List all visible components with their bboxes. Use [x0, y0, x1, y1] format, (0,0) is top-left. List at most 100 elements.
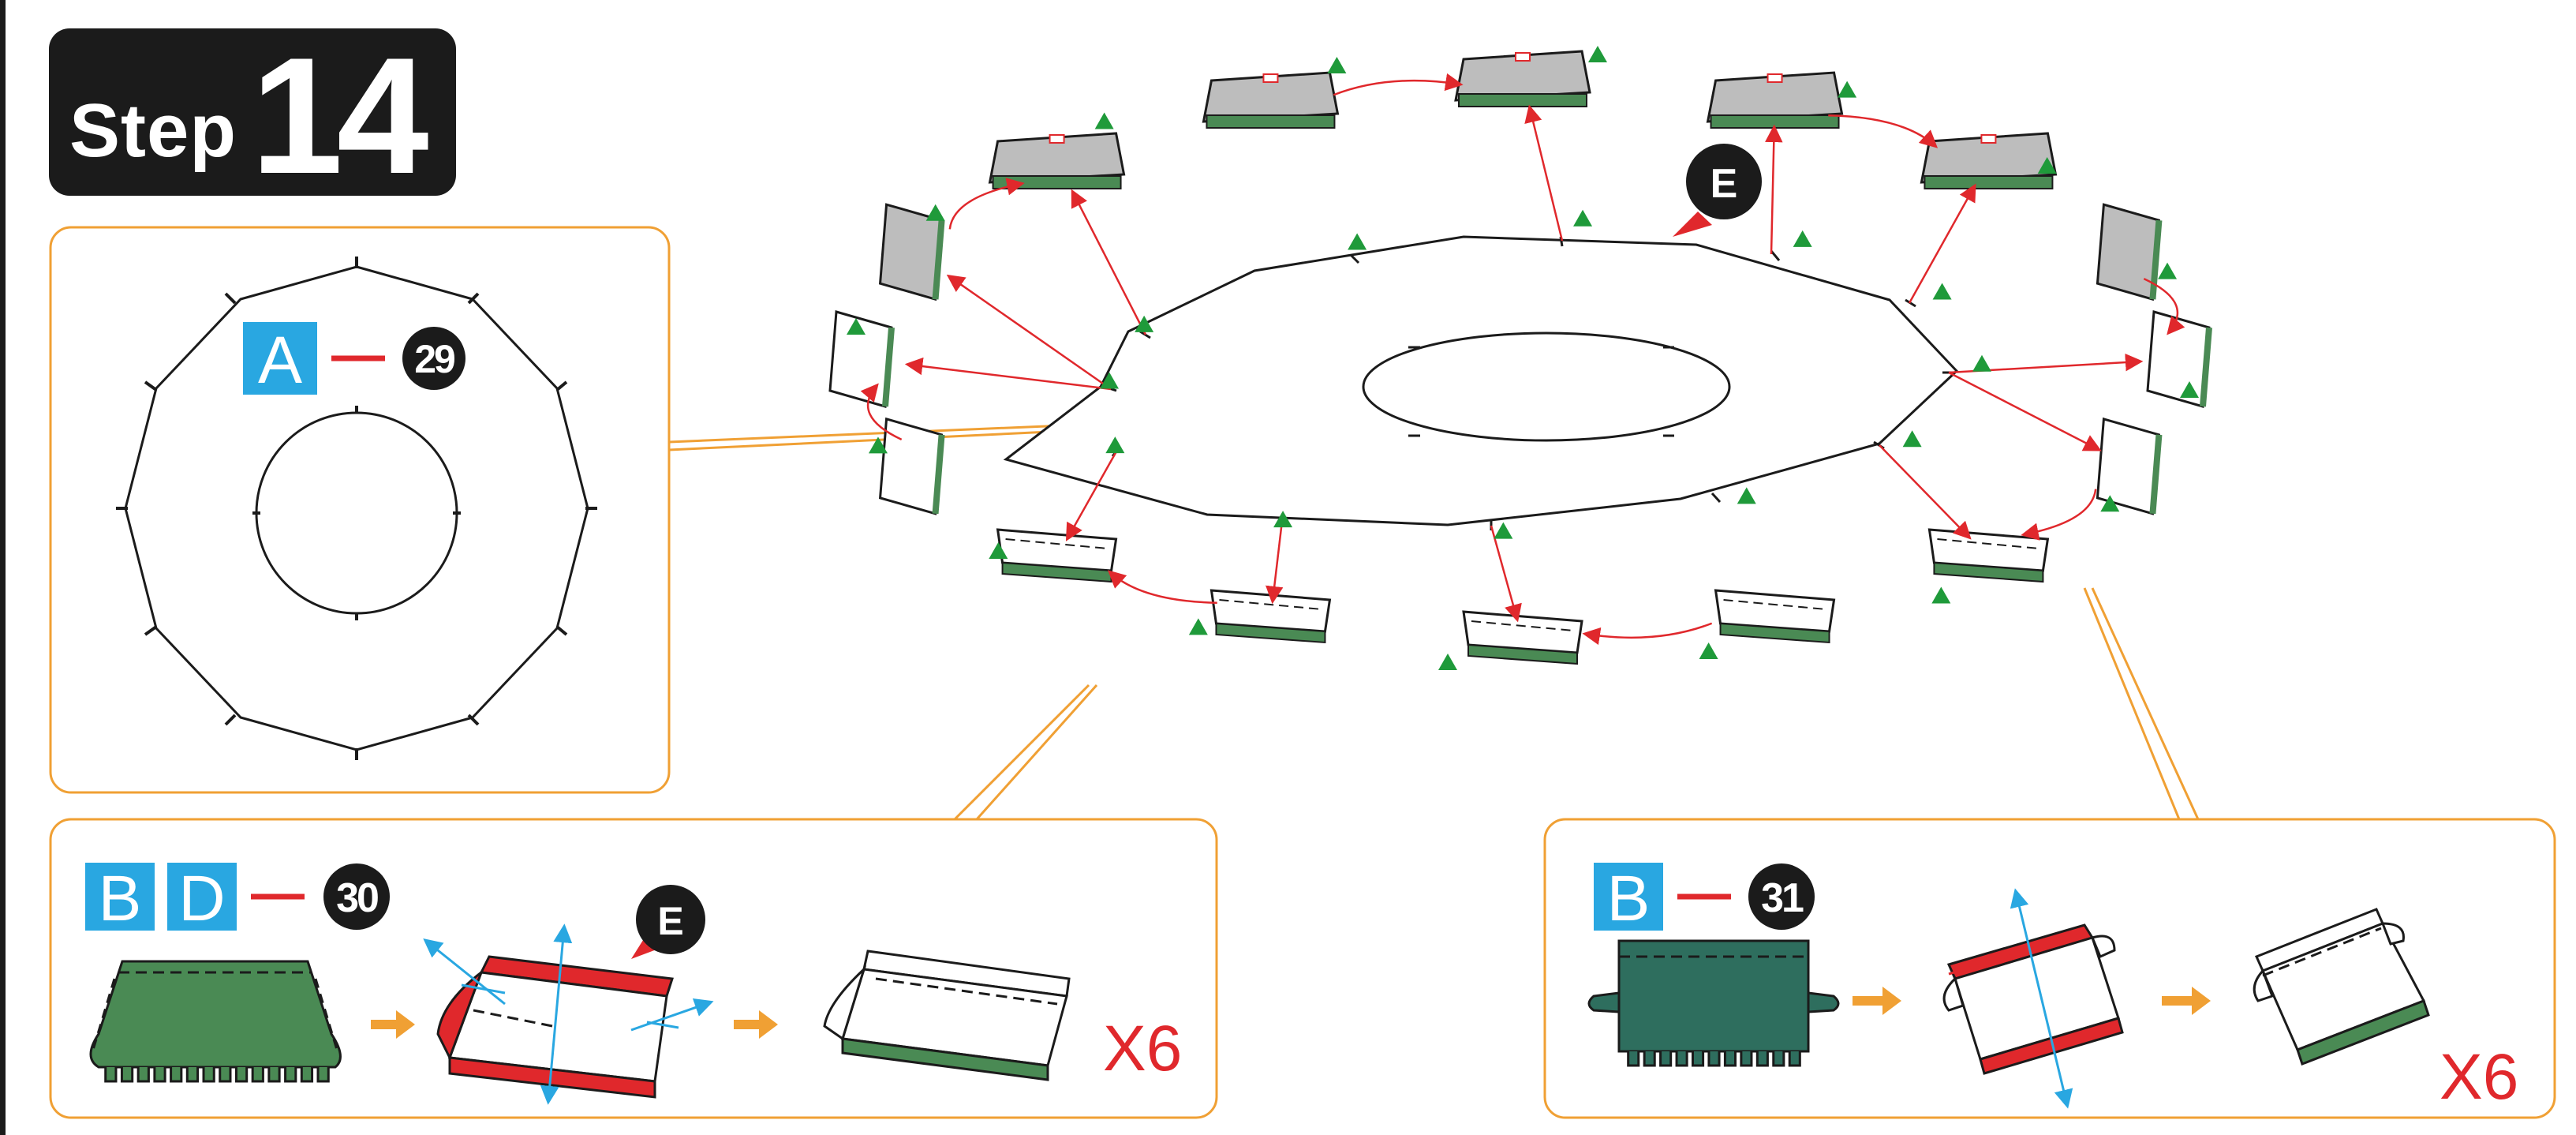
wall-piece — [1202, 71, 1340, 129]
label-b1-letter: B — [99, 863, 142, 935]
alignment-marker — [2158, 262, 2178, 279]
b-multiplier: X6 — [2440, 1041, 2518, 1113]
wall-piece — [1454, 50, 1591, 107]
main-e-pointer — [1673, 212, 1712, 237]
alignment-marker — [989, 541, 1008, 559]
wall-piece — [1209, 589, 1332, 644]
insertion-arrows — [860, 73, 2185, 646]
alignment-marker — [1094, 112, 1114, 129]
label-b2-letter: B — [1607, 863, 1651, 935]
b-step-arrow-2 — [2162, 987, 2211, 1015]
insertion-arrow — [1490, 525, 1522, 623]
alignment-marker — [1737, 487, 1756, 504]
alignment-markers — [847, 46, 2199, 670]
wall-piece — [996, 528, 1118, 583]
wall-piece — [828, 310, 895, 408]
bd-piece-flat — [89, 960, 342, 1083]
connector-arrow — [1828, 114, 1939, 148]
callout-a-panel — [49, 226, 671, 794]
insertion-arrow — [1065, 451, 1118, 541]
main-e-label: E — [1710, 161, 1738, 207]
bd-e-pointer — [631, 931, 663, 959]
step-label: Step — [69, 88, 237, 173]
alignment-marker — [1438, 654, 1457, 670]
alignment-marker — [847, 318, 866, 335]
alignment-marker — [1348, 233, 1367, 250]
alignment-marker — [868, 436, 888, 454]
label-b2-circle — [1748, 863, 1815, 930]
bd-e-badge — [636, 885, 705, 954]
connector-arrow — [948, 178, 1025, 230]
wall-pieces — [828, 50, 2212, 665]
label-d-box — [167, 863, 237, 931]
alignment-marker — [1931, 586, 1951, 604]
alignment-marker — [1699, 642, 1718, 660]
alignment-marker — [1494, 522, 1513, 539]
page-left-border — [0, 0, 6, 1135]
wall-piece — [1920, 132, 2058, 189]
insertion-arrow — [904, 357, 1112, 391]
wall-piece — [878, 203, 945, 302]
insertion-arrow — [1524, 104, 1564, 242]
part-a-ring — [116, 257, 597, 760]
wall-piece — [2096, 417, 2163, 515]
label-b2-box — [1594, 863, 1663, 931]
connector-arrow — [1582, 622, 1713, 646]
alignment-marker — [2180, 381, 2199, 398]
part-a-tabs — [116, 257, 597, 760]
alignment-marker — [1588, 46, 1607, 62]
label-bd-number: 30 — [336, 875, 378, 921]
insertion-arrow — [1948, 371, 2102, 451]
label-d-letter: D — [178, 863, 225, 935]
label-a-letter: A — [258, 323, 302, 397]
label-b2-number: 31 — [1761, 875, 1804, 921]
wall-piece — [1714, 589, 1836, 644]
b-step-arrow-1 — [1853, 987, 1901, 1015]
connector-arrow — [2143, 277, 2185, 335]
insertion-arrow — [1908, 183, 1976, 304]
b-piece-done — [2253, 908, 2430, 1066]
alignment-marker — [1100, 372, 1120, 389]
bd-fold-arrows — [423, 923, 714, 1105]
wall-piece — [2146, 310, 2212, 408]
alignment-marker — [2037, 157, 2057, 174]
connector-arrow — [2021, 489, 2097, 541]
bd-multiplier: X6 — [1103, 1013, 1182, 1084]
alignment-marker — [1188, 618, 1208, 635]
connector-arrow — [1107, 570, 1217, 604]
wall-piece — [878, 417, 945, 515]
b-fold-arrow — [2010, 888, 2073, 1109]
alignment-marker — [925, 204, 945, 221]
bd-step-arrow-2 — [734, 1010, 778, 1039]
alignment-marker — [1327, 56, 1347, 73]
alignment-marker — [1972, 354, 1991, 372]
wall-piece — [1706, 71, 1844, 129]
alignment-marker — [1902, 430, 1922, 448]
base-ring-hole — [1362, 332, 1731, 442]
bd-e-label: E — [657, 899, 683, 943]
label-a-box — [243, 322, 317, 395]
alignment-marker — [1838, 81, 1857, 98]
wall-piece — [1927, 528, 2050, 583]
alignment-marker — [1105, 436, 1125, 454]
label-bd-circle — [323, 863, 390, 930]
wall-piece — [2096, 203, 2163, 302]
alignment-marker — [1932, 283, 1952, 300]
alignment-marker — [2100, 495, 2120, 512]
alignment-marker — [1793, 230, 1812, 247]
insertion-arrow — [946, 274, 1112, 391]
alignment-marker — [1135, 315, 1154, 332]
alignment-marker — [1573, 209, 1593, 227]
insertion-arrow — [1266, 520, 1284, 605]
wall-piece — [988, 132, 1126, 189]
wall-piece — [1462, 610, 1583, 665]
insertion-arrow — [1071, 189, 1147, 335]
label-b1-box — [85, 863, 155, 931]
bd-step-arrow-1 — [371, 1010, 415, 1039]
main-e-badge — [1686, 144, 1762, 219]
alignment-marker — [1273, 511, 1293, 528]
insertion-arrow — [1765, 124, 1783, 255]
insertion-arrow — [1879, 444, 1972, 540]
